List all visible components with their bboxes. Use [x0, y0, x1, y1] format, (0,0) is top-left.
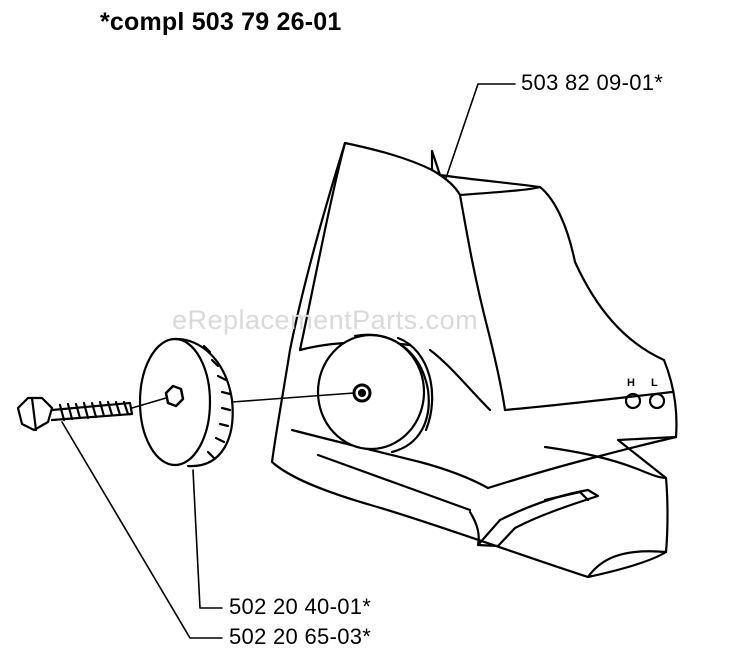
adjuster-knob	[138, 337, 234, 468]
l-marking: L	[651, 377, 658, 389]
part-number-cover: 503 82 09-01*	[521, 70, 664, 95]
assembly-title: *compl 503 79 26-01	[100, 8, 342, 36]
watermark: eReplacementParts.com	[172, 305, 479, 335]
part-number-screw: 502 20 65-03*	[229, 624, 372, 649]
cover-housing	[270, 141, 678, 579]
leader-lines	[61, 83, 516, 639]
screw	[16, 396, 134, 432]
h-marking: H	[627, 377, 635, 389]
part-number-knob: 502 20 40-01*	[229, 594, 372, 619]
